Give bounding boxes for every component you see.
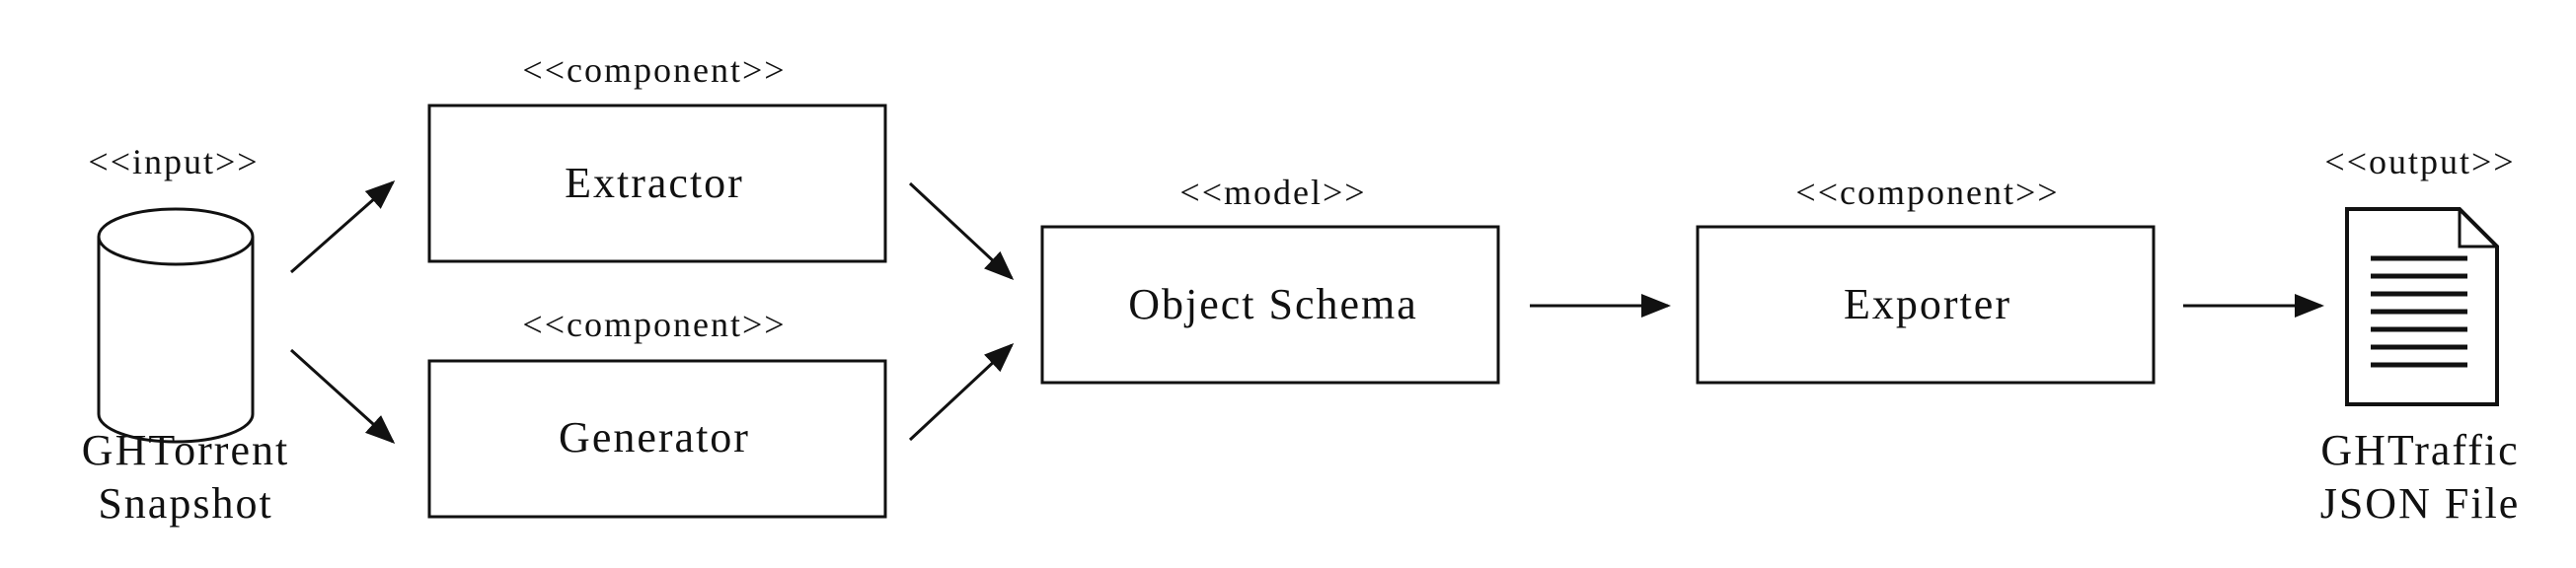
- output-caption-line1: GHTraffic: [2320, 426, 2520, 474]
- arrow-extractor-to-schema: [908, 181, 1015, 281]
- generator-label: Generator: [559, 413, 750, 462]
- exporter-box: [1696, 225, 2156, 385]
- output-stereotype: <<output>>: [2324, 142, 2516, 181]
- exporter-stereotype: <<component>>: [1795, 173, 2060, 212]
- extractor-stereotype: <<component>>: [522, 50, 787, 90]
- arrow-input-to-generator: [289, 348, 396, 445]
- schema-stereotype: <<model>>: [1179, 173, 1367, 212]
- input-caption-line1: GHTorrent: [81, 426, 290, 474]
- output-caption: GHTraffic JSON File: [2320, 424, 2521, 531]
- generator-box: [427, 359, 887, 519]
- exporter-label: Exporter: [1844, 280, 2011, 328]
- arrow-generator-to-schema: [908, 342, 1015, 442]
- input-caption: GHTorrent Snapshot: [82, 424, 289, 531]
- object-schema-box: [1040, 225, 1500, 385]
- generator-stereotype: <<component>>: [522, 305, 787, 344]
- schema-label: Object Schema: [1128, 280, 1418, 328]
- database-icon: [97, 207, 255, 444]
- arrow-input-to-extractor: [290, 180, 396, 274]
- extractor-box: [427, 104, 887, 263]
- output-caption-line2: JSON File: [2319, 479, 2521, 528]
- input-stereotype: <<input>>: [88, 142, 260, 181]
- input-caption-line2: Snapshot: [98, 479, 273, 528]
- document-icon: [2345, 207, 2499, 406]
- extractor-label: Extractor: [565, 159, 744, 207]
